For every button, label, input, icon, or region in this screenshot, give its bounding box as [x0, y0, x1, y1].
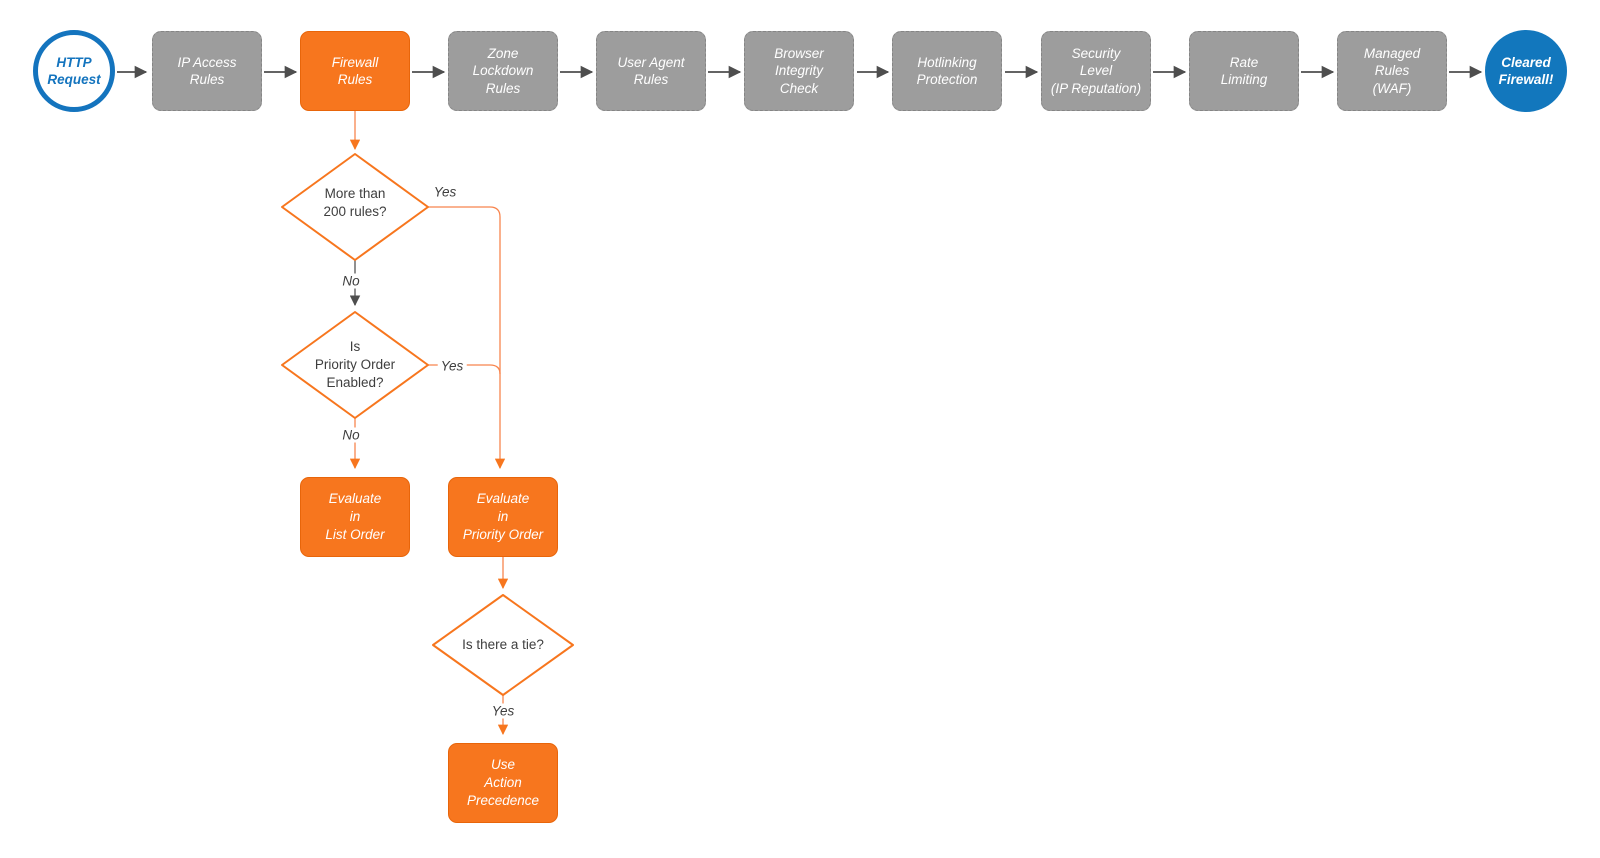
branch-label-yes-more-than-200: Yes [430, 184, 460, 200]
decision-more-than-200-rules-label: More than 200 rules? [323, 186, 387, 219]
stage-browser-integrity-check: Browser Integrity Check [744, 31, 854, 111]
branch-label-no-more-than-200: No [339, 273, 363, 289]
branch-label-yes-tie: Yes [488, 703, 518, 719]
decision-priority-order-enabled-shape [281, 311, 429, 419]
stage-managed-rules-waf: Managed Rules (WAF) [1337, 31, 1447, 111]
stage-rate-limiting: Rate Limiting [1189, 31, 1299, 111]
arrow-decision1-yes-to-priority-order [428, 206, 506, 470]
stage-ip-access-rules: IP Access Rules [152, 31, 262, 111]
node-cleared-firewall: Cleared Firewall! [1485, 30, 1567, 112]
branch-label-no-priority-enabled: No [339, 427, 363, 443]
decision-more-than-200-rules-shape [281, 153, 429, 261]
line-decision2-yes-merge [428, 364, 501, 375]
box-evaluate-in-priority-order: Evaluate in Priority Order [448, 477, 558, 557]
box-evaluate-in-list-order: Evaluate in List Order [300, 477, 410, 557]
decision-is-there-a-tie-shape [432, 594, 574, 696]
stage-firewall-rules: Firewall Rules [300, 31, 410, 111]
stage-user-agent-rules: User Agent Rules [596, 31, 706, 111]
node-http-request: HTTP Request [33, 30, 115, 112]
stage-security-level: Security Level (IP Reputation) [1041, 31, 1151, 111]
stage-zone-lockdown-rules: Zone Lockdown Rules [448, 31, 558, 111]
branch-label-yes-priority-enabled: Yes [437, 358, 467, 374]
decision-priority-order-enabled-label: Is Priority Order Enabled? [314, 339, 396, 390]
stage-hotlinking-protection: Hotlinking Protection [892, 31, 1002, 111]
box-use-action-precedence: Use Action Precedence [448, 743, 558, 823]
decision-is-there-a-tie-label: Is there a tie? [462, 637, 544, 652]
